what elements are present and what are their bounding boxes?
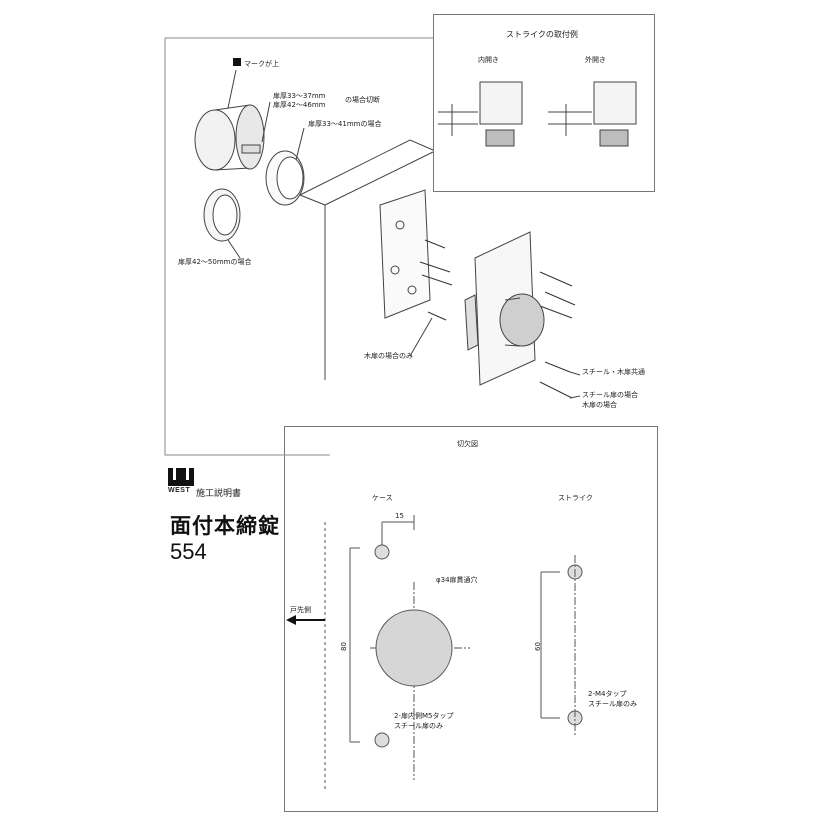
cutout-strike-label: ストライク (558, 494, 593, 502)
thickness-33-41-label: 扉厚33～41mmの場合 (308, 120, 382, 128)
switch-note-label: の場合切断 (345, 96, 380, 104)
brand-name: WEST (168, 487, 191, 494)
tap-hole-top (374, 544, 390, 560)
tap-case-label-1: 2-扉内側M5タップ (394, 712, 454, 720)
wood-case-label: 木扉の場合 (582, 401, 617, 409)
dim-15-label: 15 (395, 512, 404, 520)
thickness-42-50-label: 扉厚42～50mmの場合 (178, 258, 252, 266)
thumbturn-knob (499, 293, 545, 347)
assembly-frame (164, 38, 330, 456)
w-mark-icon (233, 58, 241, 66)
cutout-hole-34 (375, 609, 453, 687)
back-plate (379, 189, 431, 319)
outward-label: 外開き (585, 56, 606, 64)
cutout-diagram-frame (284, 426, 658, 812)
inward-label: 内開き (478, 56, 499, 64)
strike-inward-sketch (438, 81, 523, 147)
steel-case-label: スチール扉の場合 (582, 391, 638, 399)
steel-wood-label: スチール・木扉共通 (582, 368, 645, 376)
door-edge-label: 戸先側 (290, 606, 311, 614)
screws (419, 239, 576, 399)
strike-outward-sketch (548, 81, 637, 147)
dim-60-label: 60 (533, 642, 542, 651)
dim-80-label: 80 (339, 642, 348, 651)
brand-subtitle: 施工説明書 (196, 489, 242, 499)
thickness-switch-label-2: 扉厚42～46mm (273, 101, 326, 109)
tap-case-label-2: スチール扉のみ (394, 722, 443, 730)
cylinder-body (194, 109, 236, 171)
cutout-case-label: ケース (372, 494, 393, 502)
door-panel (299, 139, 434, 196)
tap-strike-label-2: スチール扉のみ (588, 700, 637, 708)
product-title: 面付本締錠 (170, 514, 280, 538)
tap-hole-bottom (374, 732, 390, 748)
wood-only-label: 木扉の場合のみ (364, 352, 413, 360)
product-model: 554 (170, 539, 207, 564)
cutout-title: 切欠図 (457, 440, 478, 448)
west-logo-icon (168, 468, 194, 486)
hole-34-label: φ34扉貫通穴 (436, 576, 478, 584)
mark-up-label: マークが上 (244, 60, 279, 68)
cutout-drawing (324, 515, 583, 790)
tap-strike-label-1: 2-M4タップ (588, 690, 627, 698)
strike-example-frame (433, 14, 655, 192)
thickness-switch-label-1: 扉厚33～37mm (273, 92, 326, 100)
strike-example-title: ストライクの取付例 (506, 30, 578, 39)
